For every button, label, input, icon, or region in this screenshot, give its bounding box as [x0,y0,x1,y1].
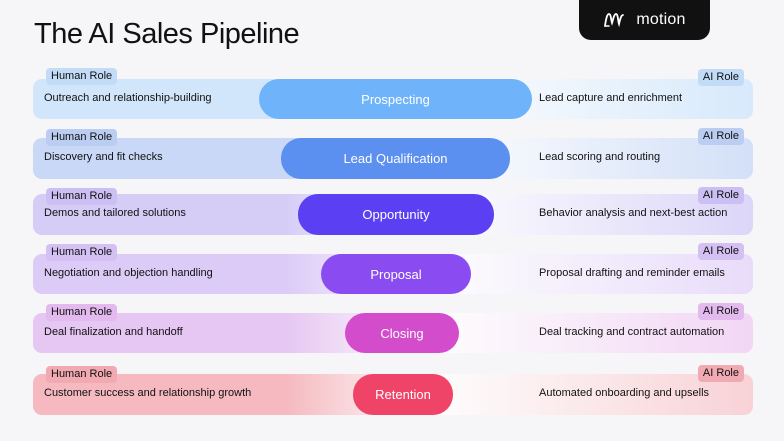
ai-role-tag: AI Role [697,69,744,86]
page-title: The AI Sales Pipeline [34,18,300,50]
ai-role-text: Deal tracking and contract automation [539,326,725,338]
human-role-text: Discovery and fit checks [44,151,163,163]
stage-pill: Retention [353,374,453,415]
human-role-tag: Human Role [46,188,118,205]
human-role-text: Deal finalization and handoff [44,326,183,338]
human-role-tag: Human Role [46,366,118,383]
motion-logo: motion [579,0,710,40]
ai-role-text: Lead capture and enrichment [539,92,683,104]
human-role-text: Negotiation and objection handling [44,267,213,279]
human-role-text: Outreach and relationship-building [44,92,212,104]
stage-pill: Prospecting [259,79,532,119]
human-role-tag: Human Role [46,129,118,146]
stage-pill: Lead Qualification [281,138,510,179]
human-role-text: Customer success and relationship growth [44,387,252,399]
ai-role-tag: AI Role [697,365,744,382]
ai-role-text: Automated onboarding and upsells [539,387,710,399]
ai-role-tag: AI Role [697,128,744,145]
human-role-tag: Human Role [46,244,118,261]
ai-role-tag: AI Role [697,243,744,260]
ai-role-tag: AI Role [697,187,744,204]
human-role-tag: Human Role [46,68,118,85]
ai-role-text: Lead scoring and routing [539,151,661,163]
human-role-text: Demos and tailored solutions [44,207,186,219]
ai-role-text: Behavior analysis and next-best action [539,207,728,219]
ai-role-tag: AI Role [697,303,744,320]
stage-pill: Proposal [321,254,471,294]
human-role-tag: Human Role [46,304,118,321]
stage-pill: Opportunity [298,194,494,235]
motion-logo-icon [604,13,625,28]
stage-pill: Closing [345,313,459,353]
brand-name: motion [636,11,686,28]
ai-role-text: Proposal drafting and reminder emails [539,267,725,279]
